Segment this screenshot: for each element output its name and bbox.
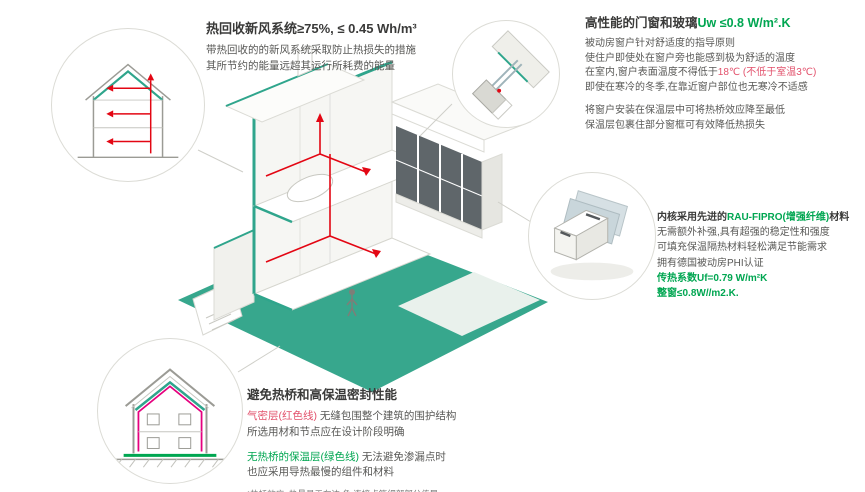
- airtight-red-line: [137, 385, 203, 452]
- person-figure: [346, 289, 358, 317]
- profile-uw-value: 整窗≤0.8W//m2.K.: [657, 287, 739, 299]
- callout-thermal-envelope-section: [97, 338, 243, 484]
- paragraph-gap: [585, 95, 860, 104]
- window-corner-icon: [471, 30, 550, 120]
- ventilation-ducts: [265, 113, 381, 263]
- windows-desc-line-5: 将窗户安装在保温层中可将热桥效应降至最低: [585, 105, 785, 116]
- bathtub: [286, 173, 334, 203]
- leader-lines: [197, 103, 532, 373]
- profile-line-1: 内核采用先进的RAU-FIPRO(增强纤维)材料: [657, 210, 862, 225]
- thermal-line-4: 也应采用导热最慢的组件和材料: [247, 466, 394, 479]
- chimney: [297, 45, 313, 77]
- wing-end-wall: [481, 153, 503, 231]
- thermal-line-1: 气密层(红色线) 无缝包围整个建筑的围护结构: [247, 409, 567, 425]
- text-block-ventilation: 热回收新风系统≥75%, ≤ 0.45 Wh/m³ 带热回收的的新风系统采取防止…: [206, 18, 476, 75]
- profile-line-4: 拥有德国被动房PHI认证: [657, 257, 764, 269]
- windows-desc-line-3: 在室内,窗户表面温度不得低于18℃ (不低于室温3℃): [585, 66, 860, 81]
- callout-window-corner-detail: [452, 20, 560, 128]
- text-block-thermal: 避免热桥和高保温密封性能 气密层(红色线) 无缝包围整个建筑的围护结构 所选用材…: [247, 384, 567, 492]
- terrace: [398, 272, 540, 336]
- profile-line-1-post: 材料: [829, 212, 850, 223]
- airtight-layer-label: 气密层(红色线): [247, 410, 317, 422]
- thermal-line-3-text: 无法避免渗漏点时: [359, 450, 446, 463]
- thermal-line-2: 所选用材和节点应在设计阶段明确: [247, 425, 405, 438]
- window-profile-icon: [550, 190, 634, 281]
- ventilation-desc-line-1: 带热回收的的新风系统采取防止热损失的措施: [206, 44, 416, 56]
- ventilation-section-icon: [77, 63, 179, 159]
- house-cutaway: [213, 45, 532, 321]
- windows-desc-line-6: 保温层包裹住部分窗框可有效降低热损失: [585, 119, 765, 131]
- insulation-layer-label: 无热桥的保温层(绿色线): [247, 450, 359, 463]
- ventilation-title: 热回收新风系统≥75%, ≤ 0.45 Wh/m³: [206, 21, 417, 36]
- text-block-windows: 高性能的门窗和玻璃Uw ≤0.8 W/m².K 被动房窗户针对舒适度的指导原则 …: [585, 12, 860, 133]
- ventilation-desc-line-2: 其所节约的能量远超其运行所耗费的能量: [206, 59, 395, 72]
- text-block-profile: 内核采用先进的RAU-FIPRO(增强纤维)材料 无需额外补强,具有超强的稳定性…: [657, 210, 862, 301]
- profile-uf-value: 传热系数Uf=0.79 W/m²K: [657, 272, 768, 284]
- thermal-title: 避免热桥和高保温密封性能: [247, 388, 398, 402]
- windows-desc-line-3-text: 在室内,窗户表面温度不得低于: [585, 67, 718, 78]
- windows-desc-line-2: 使住户即使处在窗户旁也能感到极为舒适的温度: [585, 52, 795, 64]
- thermal-line-3: 无热桥的保温层(绿色线) 无法避免渗漏点时: [247, 450, 567, 466]
- thermal-footnote: *热桥效应: 热量易于在边,角,连接点等细部部分传导: [247, 488, 567, 492]
- roof-fascia: [391, 101, 485, 153]
- profile-material-name: RAU-FIPRO(增强纤维): [727, 212, 830, 223]
- callout-ventilation-section: [51, 28, 205, 182]
- profile-line-3: 可填充保温隔热材料轻松满足节能需求: [657, 242, 827, 254]
- paragraph-gap: [247, 441, 567, 450]
- heat-recovery-airflow-arrows: [113, 80, 152, 154]
- windows-desc-line-1: 被动房窗户针对舒适度的指导原则: [585, 38, 735, 49]
- profile-line-2: 无需额外补强,具有超强的稳定性和强度: [657, 227, 830, 239]
- callout-window-profile: [528, 172, 656, 300]
- thermal-envelope-icon: [115, 368, 225, 468]
- windows-title-uvalue: Uw ≤0.8 W/m².K: [697, 16, 791, 30]
- windows-title: 高性能的门窗和玻璃: [585, 16, 698, 30]
- thermal-line-1-text: 无缝包围整个建筑的围护结构: [317, 410, 457, 422]
- windows-desc-line-4: 即使在寒冷的冬季,在靠近窗户部位也无寒冷不适感: [585, 81, 808, 93]
- windows-desc-line-3-highlight: 18℃ (不低于室温3℃): [717, 67, 817, 78]
- profile-line-1-pre: 内核采用先进的: [657, 212, 727, 223]
